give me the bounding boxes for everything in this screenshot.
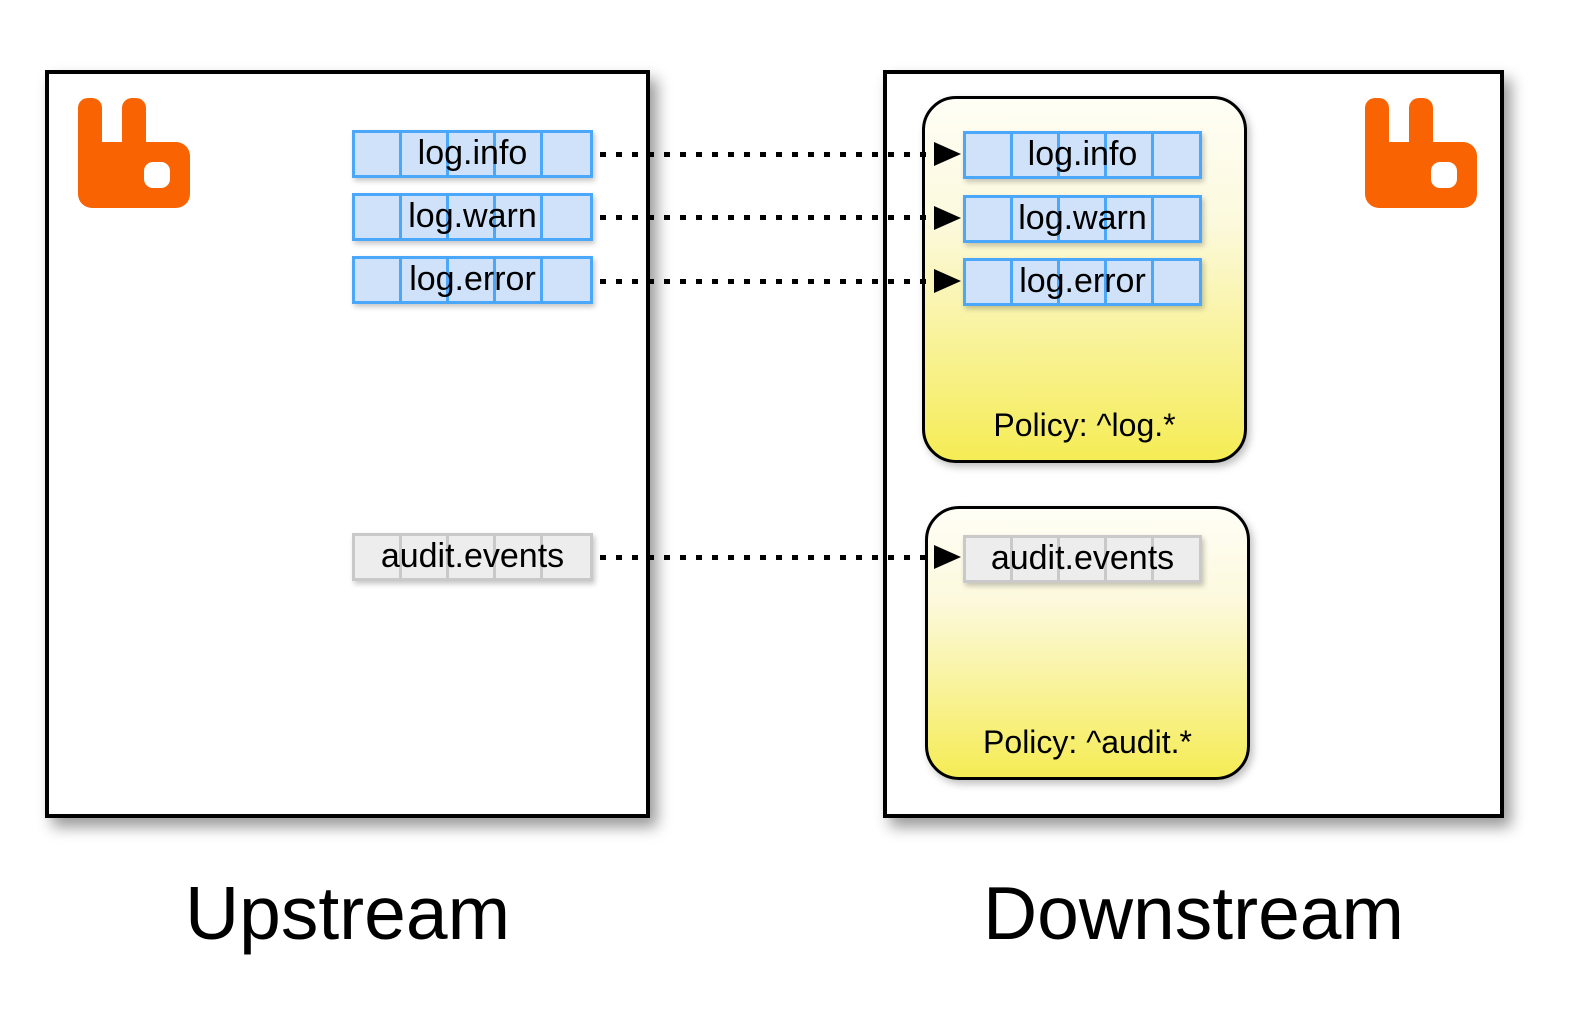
rabbitmq-logo-icon [78, 98, 190, 208]
upstream-caption: Upstream [184, 871, 511, 955]
queue-name-label: log.info [1027, 135, 1138, 173]
downstream-queue-log-error: log.error [963, 258, 1202, 306]
arrowhead-icon [934, 142, 961, 166]
queue-name-label: log.warn [1018, 199, 1147, 237]
federation-link-log-info [600, 152, 934, 157]
federation-link-audit-events [600, 555, 934, 560]
arrowhead-icon [934, 545, 961, 569]
upstream-queue-audit-events: audit.events [352, 533, 593, 581]
arrowhead-icon [934, 206, 961, 230]
downstream-caption: Downstream [983, 871, 1404, 955]
queue-name-label: log.warn [408, 197, 537, 235]
upstream-queue-log-info: log.info [352, 130, 593, 178]
federation-link-log-error [600, 279, 934, 284]
queue-name-label: log.error [1019, 262, 1146, 300]
rabbitmq-logo-icon [1365, 98, 1477, 208]
queue-name-label: audit.events [990, 539, 1175, 577]
downstream-queue-log-warn: log.warn [963, 195, 1202, 243]
policy-label: Policy: ^audit.* [983, 724, 1192, 760]
queue-name-label: audit.events [380, 537, 565, 575]
downstream-queue-audit-events: audit.events [963, 535, 1202, 583]
downstream-queue-log-info: log.info [963, 131, 1202, 179]
upstream-queue-log-warn: log.warn [352, 193, 593, 241]
upstream-queue-log-error: log.error [352, 256, 593, 304]
queue-name-label: log.info [417, 134, 528, 172]
policy-label: Policy: ^log.* [993, 407, 1176, 443]
arrowhead-icon [934, 269, 961, 293]
federation-link-log-warn [600, 215, 934, 220]
queue-name-label: log.error [409, 260, 536, 298]
